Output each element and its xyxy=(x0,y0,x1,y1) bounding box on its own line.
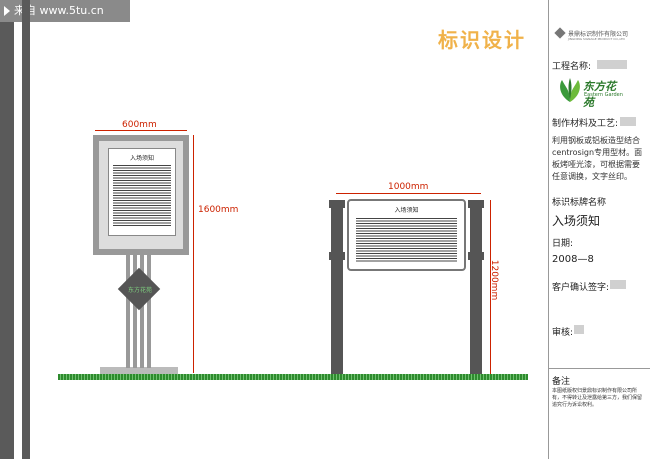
client-sign-field xyxy=(610,280,626,289)
sign-name-value: 入场须知 xyxy=(552,214,601,228)
material-text: 利用钢板或铝板造型结合centrosign专用型材。面板烤哑光漆，可根据需要任意… xyxy=(552,136,643,181)
sign-name-label: 标识标牌名称 xyxy=(552,198,607,208)
right-sign-text-block xyxy=(356,218,457,262)
left-sign-post xyxy=(140,248,144,368)
project-label: 工程名称: xyxy=(552,62,592,72)
right-sign-title: 入场须知 xyxy=(394,207,419,214)
right-width-dim-line xyxy=(336,193,481,194)
left-width-dim-line xyxy=(95,130,187,131)
project-logo-text: 东方花苑 xyxy=(583,80,616,109)
right-sign-post-cap xyxy=(329,200,345,208)
watermark-text: 来自 www.5tu.cn xyxy=(14,4,104,17)
remarks-divider xyxy=(548,368,650,369)
client-sign-label: 客户确认签字: xyxy=(552,283,610,293)
project-field xyxy=(597,60,627,69)
left-sign-base xyxy=(100,367,178,374)
right-sign-bracket xyxy=(468,252,484,260)
company-name-en: JINGDING SIGNAGE PRODUCT CO.,LTD xyxy=(568,37,625,41)
right-sign-bracket xyxy=(329,252,345,260)
right-height-dim: 1200mm xyxy=(489,259,500,301)
watermark-banner: 来自 www.5tu.cn xyxy=(0,0,130,22)
project-logo-subtext: Eastern Garden xyxy=(584,92,623,98)
left-sign-post xyxy=(133,248,137,368)
frame-bar-inner xyxy=(22,0,30,459)
right-width-dim: 1000mm xyxy=(388,182,429,192)
right-sign-post-right xyxy=(470,200,482,374)
company-logo-icon xyxy=(554,27,566,39)
left-sign-title: 入场须知 xyxy=(129,155,154,162)
right-height-dim-line xyxy=(490,200,491,374)
page-title: 标识设计 xyxy=(438,28,526,52)
left-sign-post xyxy=(126,248,130,368)
remarks-label: 备注 xyxy=(552,377,571,387)
date-label: 日期: xyxy=(552,239,574,249)
left-sign-text-block xyxy=(113,165,171,227)
frame-bar-outer xyxy=(0,22,14,459)
date-value: 2008—8 xyxy=(552,254,594,265)
review-field xyxy=(574,325,584,334)
play-arrow-icon xyxy=(4,6,10,16)
ground-line xyxy=(58,374,528,380)
review-label: 审核: xyxy=(552,328,574,338)
left-width-dim: 600mm xyxy=(122,120,157,130)
material-field xyxy=(620,117,636,126)
material-label: 制作材料及工艺: xyxy=(552,119,619,129)
left-height-dim: 1600mm xyxy=(198,205,239,215)
left-sign-logo-text: 东方花苑 xyxy=(127,287,152,294)
company-name: 景鼎标识制作有限公司 xyxy=(568,31,629,38)
right-sign-post-cap xyxy=(468,200,484,208)
info-panel-divider xyxy=(548,0,549,459)
right-sign: 入场须知 1000mm 1200mm xyxy=(0,0,499,374)
left-height-dim-line xyxy=(193,135,194,373)
leaf-logo-icon xyxy=(560,78,580,102)
project-logo: 东方花苑 Eastern Garden xyxy=(556,76,626,109)
left-sign-post xyxy=(147,248,151,368)
left-sign: 东方花苑 入场须知 600mm 1600mm xyxy=(0,0,238,374)
right-sign-post-left xyxy=(331,200,343,374)
remarks-text: 本图纸版权归景鼎标识制作有限公司所有，不得转让及泄露给第三方，我们保留追究行为诉… xyxy=(552,388,643,408)
